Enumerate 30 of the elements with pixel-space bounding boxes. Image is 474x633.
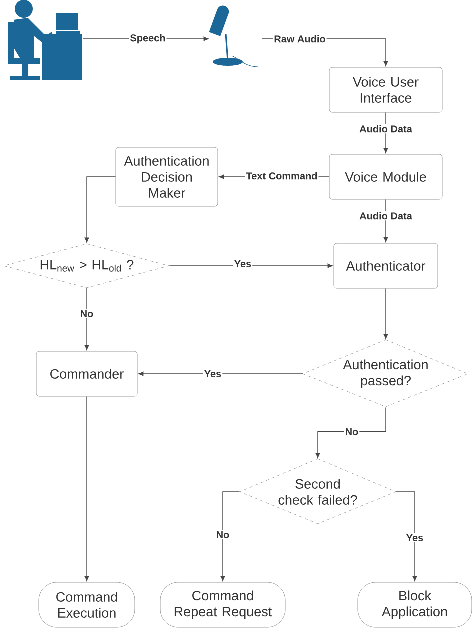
process-box: Voice User Interface — [329, 67, 443, 113]
arrow — [84, 396, 90, 582]
edge-label: No — [215, 530, 231, 540]
arrow — [169, 264, 333, 268]
process-box: Authenticator — [334, 243, 438, 289]
arrow — [396, 492, 418, 582]
arrow — [384, 288, 388, 340]
process-box: Authentication Decision Maker — [116, 147, 218, 207]
process-box: Commander — [36, 351, 138, 397]
edge-label: Audio Data — [358, 124, 414, 134]
arrow — [220, 492, 240, 582]
edge-label: No — [79, 310, 95, 318]
edge-label: Yes — [203, 370, 223, 378]
person-at-desk-drawing — [8, 0, 82, 80]
arrow — [138, 372, 304, 376]
edge-label: Yes — [233, 260, 253, 268]
arrow — [316, 407, 386, 458]
arrow — [84, 176, 116, 243]
terminal-box: Command Execution — [38, 582, 136, 628]
edge-label: Raw Audio — [273, 34, 327, 44]
terminal-box: Command Repeat Request — [160, 582, 286, 628]
edge-label: Audio Data — [358, 211, 414, 221]
edge-label: No — [344, 428, 360, 436]
edge-label: Text Command — [245, 171, 319, 181]
arrow — [84, 288, 90, 350]
edge-label: Speech — [129, 33, 167, 45]
edge-label: Yes — [405, 534, 425, 542]
process-box: Voice Module — [329, 154, 443, 200]
microphone-drawing — [209, 6, 258, 68]
terminal-box: Block Application — [358, 582, 472, 628]
